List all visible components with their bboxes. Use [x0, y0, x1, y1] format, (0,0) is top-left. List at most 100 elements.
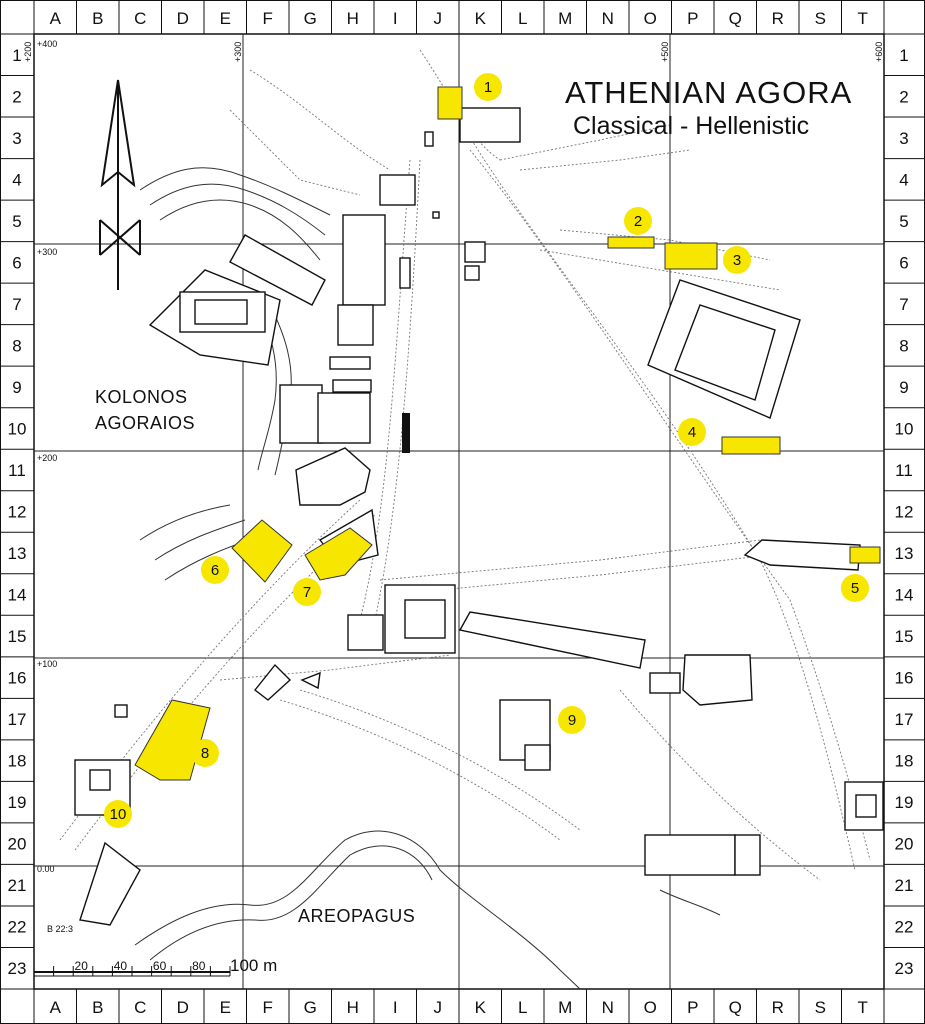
- row-label-right: 13: [895, 544, 914, 563]
- row-label-right: 7: [899, 295, 908, 314]
- marker-number: 4: [688, 424, 696, 441]
- column-label-bottom: B: [92, 998, 103, 1017]
- column-label-top: Q: [729, 9, 742, 28]
- row-label-right: 9: [899, 378, 908, 397]
- marker-1: 1: [474, 73, 502, 101]
- row-label-right: 14: [895, 586, 914, 605]
- row-label-right: 18: [895, 752, 914, 771]
- column-label-bottom: G: [304, 998, 317, 1017]
- column-label-bottom: S: [815, 998, 826, 1017]
- row-label-left: 17: [8, 710, 27, 729]
- column-label-top: D: [177, 9, 189, 28]
- row-label-left: 10: [8, 419, 27, 438]
- row-label-left: 22: [8, 918, 27, 937]
- column-label-bottom: R: [772, 998, 784, 1017]
- marker-number: 1: [484, 79, 492, 96]
- row-label-left: 23: [8, 959, 27, 978]
- column-label-top: F: [263, 9, 273, 28]
- row-label-left: 7: [12, 295, 21, 314]
- marker-8: 8: [191, 739, 219, 767]
- highlight-5: [849, 546, 881, 564]
- row-label-right: 17: [895, 710, 914, 729]
- marker-9: 9: [558, 706, 586, 734]
- marker-circle: [293, 578, 321, 606]
- row-label-right: 3: [899, 129, 908, 148]
- row-ticks: [0, 75, 925, 948]
- highlight-6: [231, 519, 293, 583]
- column-label-top: N: [602, 9, 614, 28]
- row-label-right: 15: [895, 627, 914, 646]
- row-label-left: 11: [8, 461, 26, 480]
- column-label-top: J: [434, 9, 443, 28]
- row-label-left: 3: [12, 129, 21, 148]
- scale-tick-label: 60: [153, 959, 167, 973]
- coord-y-300: +300: [37, 247, 57, 257]
- column-label-top: S: [815, 9, 826, 28]
- row-label-right: 21: [895, 876, 914, 895]
- column-label-bottom: Q: [729, 998, 742, 1017]
- row-label-left: 2: [12, 87, 21, 106]
- row-label-left: 13: [8, 544, 27, 563]
- scale-tick-label: 40: [114, 959, 128, 973]
- column-label-top: O: [644, 9, 657, 28]
- coord-x-300: +300: [233, 42, 243, 62]
- plate-reference: B 22:3: [47, 924, 73, 934]
- row-label-left: 14: [8, 586, 27, 605]
- row-label-left: 9: [12, 378, 21, 397]
- row-label-right: 22: [895, 918, 914, 937]
- region-areopagus: AREOPAGUS: [298, 906, 415, 926]
- marker-7: 7: [293, 578, 321, 606]
- marker-number: 6: [211, 562, 219, 579]
- north-arrow-icon: [99, 79, 141, 290]
- coord-y-400: +400: [37, 39, 57, 49]
- row-label-right: 6: [899, 253, 908, 272]
- marker-circle: [624, 207, 652, 235]
- column-label-top: E: [220, 9, 231, 28]
- column-label-bottom: T: [858, 998, 868, 1017]
- coord-y-0: 0.00: [37, 864, 55, 874]
- row-label-right: 11: [895, 461, 913, 480]
- marker-number: 2: [634, 213, 642, 230]
- marker-circle: [841, 574, 869, 602]
- row-label-right: 23: [895, 959, 914, 978]
- row-label-right: 2: [899, 87, 908, 106]
- column-label-top: A: [50, 9, 62, 28]
- row-label-right: 12: [895, 503, 914, 522]
- highlight-3: [664, 242, 718, 270]
- row-label-left: 6: [12, 253, 21, 272]
- marker-number: 9: [568, 712, 576, 729]
- column-label-top: K: [475, 9, 487, 28]
- column-label-bottom: N: [602, 998, 614, 1017]
- marker-circle: [191, 739, 219, 767]
- highlight-4: [721, 436, 781, 455]
- row-label-left: 20: [8, 835, 27, 854]
- row-label-left: 16: [8, 669, 27, 688]
- coord-x-500: +500: [660, 42, 670, 62]
- column-label-bottom: H: [347, 998, 359, 1017]
- marker-number: 5: [851, 580, 859, 597]
- marker-circle: [474, 73, 502, 101]
- column-label-top: G: [304, 9, 317, 28]
- marker-circle: [201, 556, 229, 584]
- row-label-right: 1: [899, 46, 908, 65]
- scale-tick-label: 80: [192, 959, 206, 973]
- column-label-bottom: K: [475, 998, 487, 1017]
- column-label-top: T: [858, 9, 868, 28]
- column-label-bottom: C: [134, 998, 146, 1017]
- marker-5: 5: [841, 574, 869, 602]
- row-label-left: 15: [8, 627, 27, 646]
- row-label-left: 4: [12, 170, 21, 189]
- row-label-right: 4: [899, 170, 908, 189]
- marker-circle: [678, 418, 706, 446]
- map-subtitle: Classical - Hellenistic: [573, 112, 809, 140]
- region-kolonos-line2: AGORAIOS: [95, 413, 195, 433]
- column-label-bottom: O: [644, 998, 657, 1017]
- highlight-7: [304, 527, 373, 581]
- column-label-top: P: [687, 9, 698, 28]
- column-label-top: I: [393, 9, 398, 28]
